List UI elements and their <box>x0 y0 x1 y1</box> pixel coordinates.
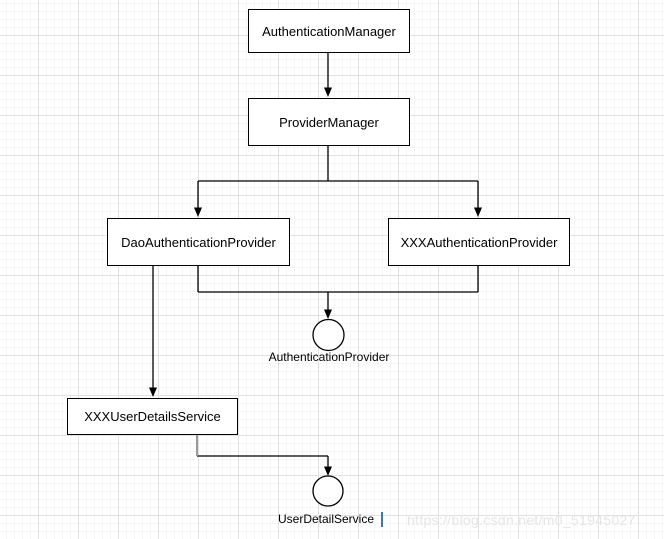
arrowhead <box>474 207 482 217</box>
gray-connector-segment[interactable] <box>196 435 198 456</box>
node-xxx-user-details-service[interactable]: XXXUserDetailsService <box>67 398 238 435</box>
text-caret <box>381 512 383 527</box>
node-authentication-provider-circle[interactable] <box>312 318 345 352</box>
node-user-detail-service-circle[interactable] <box>312 475 344 507</box>
label-authentication-provider: AuthenticationProvider <box>268 350 390 364</box>
node-provider-manager[interactable]: ProviderManager <box>248 98 410 146</box>
node-xxx-authentication-provider[interactable]: XXXAuthenticationProvider <box>388 218 570 266</box>
node-authentication-manager[interactable]: AuthenticationManager <box>248 9 410 53</box>
node-label: XXXUserDetailsService <box>84 409 221 424</box>
arrowhead <box>324 87 332 97</box>
node-dao-authentication-provider[interactable]: DaoAuthenticationProvider <box>107 218 290 266</box>
node-label: AuthenticationManager <box>262 23 396 39</box>
arrowhead <box>194 207 202 217</box>
node-label: DaoAuthenticationProvider <box>121 234 276 250</box>
arrowhead <box>324 309 332 319</box>
arrowhead <box>149 387 157 397</box>
node-label: ProviderManager <box>279 114 379 130</box>
csdn-watermark: https://blog.csdn.net/m0_51945027 <box>407 512 636 528</box>
node-label: XXXAuthenticationProvider <box>400 234 558 250</box>
label-user-detail-service: UserDetailService <box>277 512 375 526</box>
arrowhead <box>324 466 332 476</box>
